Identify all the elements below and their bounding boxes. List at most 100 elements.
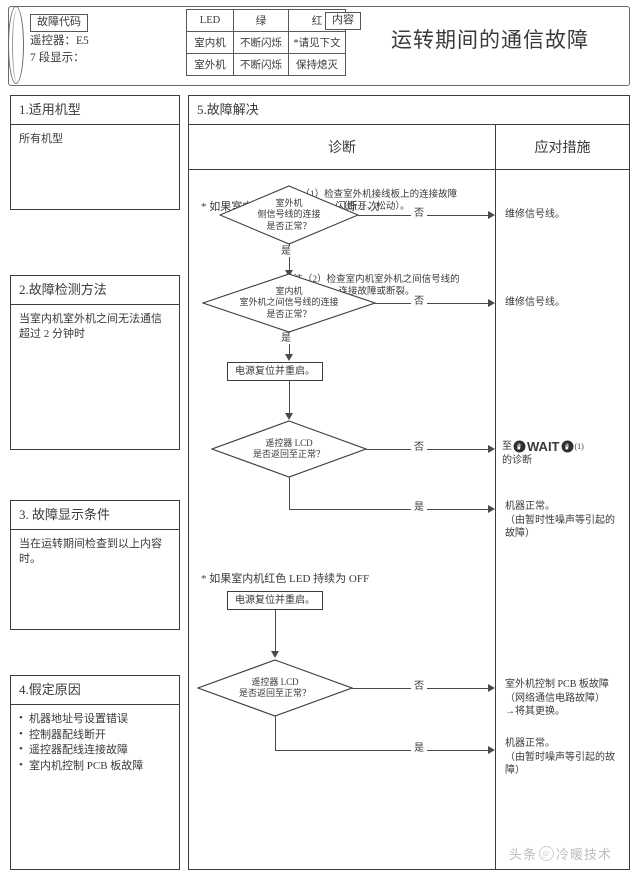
led-header-cell-0: LED <box>186 9 234 32</box>
led-cell-outdoor-name: 室外机 <box>186 53 234 76</box>
led-header-cell-1: 绿 <box>233 9 289 32</box>
decision-line-2: 是否返回至正常？ <box>238 688 311 698</box>
note-1-line-1: 注（1）检查室外机接线板上的连接故障 <box>290 190 458 200</box>
decision-outdoor-signal-wiring: 室外机 侧信号线的连接 是否正常？ <box>219 185 359 245</box>
note-2-line-1: 注（2）检查室内机室外机之间信号线的 <box>293 275 460 285</box>
watermark: 头条 @ 冷暖技术 <box>488 840 633 866</box>
note-1-line-2: （断开、松动）。 <box>338 202 410 212</box>
arrow-d2-yes-icon <box>285 354 293 361</box>
connector-d2-yes <box>289 332 290 356</box>
section-troubleshooting: 5.故障解决 诊断 应对措施 * 如果室内机上的红色 LED 闪烁 2 次 注（… <box>188 95 630 870</box>
table-row: 室内机 不断闪烁 *请见下文 <box>186 31 346 54</box>
hand-stop-icon <box>513 440 526 453</box>
column-divider <box>495 170 496 870</box>
decision-text: 室外机 侧信号线的连接 是否正常？ <box>219 185 359 245</box>
arrow-d1-no-icon <box>488 211 495 219</box>
connector-d1-yes <box>289 244 290 272</box>
section-display-condition: 3. 故障显示条件 当在运转期间检查到以上内容时。 <box>10 500 180 630</box>
section-body: 所有机型 <box>19 133 63 145</box>
action-wait-word: WAIT <box>527 439 560 454</box>
column-header-action: 应对措施 <box>534 141 591 156</box>
action-machine-normal-1: 机器正常。 （由暂时性噪声等引起的 故障） <box>505 501 615 539</box>
page-title: 运转期间的通信故障 <box>391 28 589 52</box>
action-prefix: 至 <box>502 441 512 452</box>
process-power-reset-2: 电源复位并重启。 <box>227 591 323 610</box>
decision-text: 遥控器 LCD 是否返回至正常？ <box>211 420 367 478</box>
action-repair-signal-line-1: 维修信号线。 <box>505 209 565 220</box>
decision-remote-lcd-normal-1: 遥控器 LCD 是否返回至正常？ <box>211 420 367 478</box>
decision-line-2: 是否返回至正常？ <box>252 449 325 459</box>
arrow-proc2-icon <box>271 651 279 658</box>
section-body: 机器地址号设置错误 控制器配线断开 遥控器配线连接故障 室内机控制 PCB 板故… <box>11 705 179 781</box>
column-header-diagnosis: 诊断 <box>189 125 496 169</box>
section-title: 2.故障检测方法 <box>11 276 179 305</box>
section-body: 当室内机室外机之间无法通信超过 2 分钟时 <box>19 313 162 340</box>
flowchart-area: * 如果室内机上的红色 LED 闪烁 2 次 注（1）检查室外机接线板上的连接故… <box>189 170 629 870</box>
connector-proc1-down <box>289 381 290 415</box>
action-machine-normal-2: 机器正常。 （由暂时噪声等引起的故 障） <box>505 738 615 776</box>
process-power-reset-1: 电源复位并重启。 <box>227 362 323 381</box>
section-title: 3. 故障显示条件 <box>11 501 179 530</box>
label-d2-no: 否 <box>411 296 427 307</box>
watermark-left: 头条 <box>508 846 537 862</box>
led-cell-indoor-name: 室内机 <box>186 31 234 54</box>
decision-line-1: 遥控器 LCD <box>251 676 299 687</box>
decision-text: 室内机 室外机之间信号线的连接 是否正常？ <box>202 273 376 333</box>
label-d3-yes: 是 <box>411 502 427 513</box>
label-d1-yes: 是 <box>278 246 294 257</box>
led-cell-outdoor-red: 保持熄灭 <box>288 53 346 76</box>
label-d3-no: 否 <box>411 442 427 453</box>
decision-remote-lcd-normal-2: 遥控器 LCD 是否返回至正常？ <box>197 659 353 717</box>
content-tag: 内容 <box>325 12 361 30</box>
action-goto-wait-diagnosis: 至 WAIT (1) 的诊断 <box>502 440 627 467</box>
seven-segment-line: 7 段显示： <box>30 52 85 64</box>
table-row: 室外机 不断闪烁 保持熄灭 <box>186 53 346 76</box>
decision-line-2: 侧信号线的连接 <box>257 209 321 220</box>
section-detection-method: 2.故障检测方法 当室内机室外机之间无法通信超过 2 分钟时 <box>10 275 180 450</box>
remote-code-line: 遥控器：E5 <box>30 35 89 47</box>
action-wait-line2: 的诊断 <box>502 454 532 466</box>
arrow-d3-yes-icon <box>488 505 495 513</box>
connector-d4-yes-vertical <box>275 716 276 751</box>
connector-proc2-down <box>275 610 276 653</box>
decision-line-2: 室外机之间信号线的连接 <box>239 297 339 308</box>
label-d2-yes: 是 <box>278 333 294 344</box>
label-d4-no: 否 <box>411 681 427 692</box>
list-item: 室内机控制 PCB 板故障 <box>19 758 171 775</box>
connector-d4-yes-horizontal <box>275 750 488 751</box>
decision-line-3: 是否正常？ <box>266 220 312 231</box>
section-title: 1.适用机型 <box>11 96 179 125</box>
arrow-d4-no-icon <box>488 684 495 692</box>
arrow-proc1-icon <box>285 413 293 420</box>
arrow-d3-no-icon <box>488 445 495 453</box>
section-applicable-models: 1.适用机型 所有机型 <box>10 95 180 210</box>
hand-stop-icon <box>561 440 574 453</box>
table-column-headers: 诊断 应对措施 <box>189 125 629 170</box>
connector-d3-yes-horizontal <box>289 509 488 510</box>
action-wait-superscript: (1) <box>574 442 584 451</box>
connector-d3-yes-vertical <box>289 477 290 510</box>
decision-line-1: 室外机 <box>275 197 303 208</box>
branch2-condition-label: * 如果室内机红色 LED 持续为 OFF <box>201 573 370 585</box>
action-outdoor-pcb-fault: 室外机控制 PCB 板故障 （网络通信电路故障） →将其更换。 <box>505 679 609 717</box>
arrow-d2-no-icon <box>488 299 495 307</box>
list-item: 控制器配线断开 <box>19 727 171 744</box>
fault-code-box: 故障代码 遥控器：E5 7 段显示： <box>30 12 178 76</box>
arrow-d4-yes-icon <box>488 746 495 754</box>
led-cell-indoor-red: *请见下文 <box>288 31 346 54</box>
list-item: 遥控器配线连接故障 <box>19 742 171 759</box>
decision-line-3: 是否正常？ <box>266 308 312 319</box>
decision-line-1: 室内机 <box>275 285 303 296</box>
section-title: 4.假定原因 <box>11 676 179 705</box>
section-body: 当在运转期间检查到以上内容时。 <box>19 538 162 565</box>
led-cell-outdoor-green: 不断闪烁 <box>233 53 289 76</box>
section-assumed-causes: 4.假定原因 机器地址号设置错误 控制器配线断开 遥控器配线连接故障 室内机控制… <box>10 675 180 870</box>
decision-indoor-outdoor-signal-wiring: 室内机 室外机之间信号线的连接 是否正常？ <box>202 273 376 333</box>
banner-scroll-curl-icon <box>8 6 24 84</box>
watermark-right: 冷暖技术 <box>556 846 613 862</box>
action-repair-signal-line-2: 维修信号线。 <box>505 297 565 308</box>
section-title: 5.故障解决 <box>189 96 629 125</box>
list-item: 机器地址号设置错误 <box>19 711 171 728</box>
note-2-line-2: 连接故障或断裂。 <box>338 287 415 297</box>
